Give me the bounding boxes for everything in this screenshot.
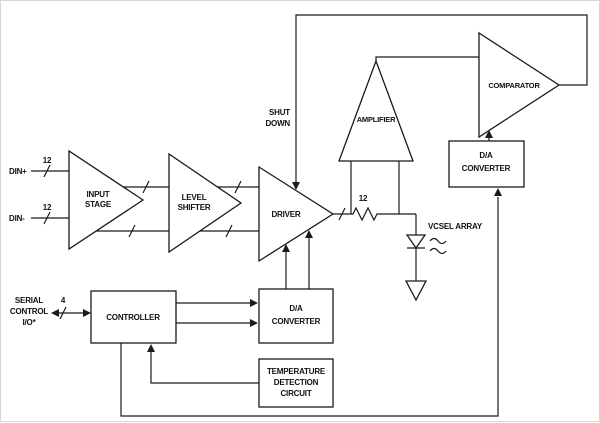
- comparator-label: COMPARATOR: [488, 81, 540, 90]
- serial-control-label: SERIAL: [15, 296, 43, 305]
- amplifier-triangle: [338, 59, 414, 162]
- controller-to-dac-arrowhead: [250, 319, 258, 327]
- controller-to-dac-top-wire: [120, 197, 499, 417]
- dac-top-label: D/A: [479, 151, 493, 160]
- serial-bus-label: 4: [61, 296, 66, 305]
- amplifier-to-comparator-wire: [375, 56, 479, 63]
- dac-to-comparator-arrowhead: [485, 130, 493, 138]
- input-stage-label: STAGE: [85, 200, 112, 209]
- shutdown-arrowhead: [292, 182, 300, 190]
- bus-slash: [338, 207, 346, 221]
- dac-mid-label: D/A: [289, 304, 303, 313]
- serial-left-arrowhead: [51, 309, 59, 317]
- blocks: [68, 31, 561, 408]
- din-plus-label: DIN+: [9, 167, 27, 176]
- temp-circuit-label: DETECTION: [274, 378, 319, 387]
- temp-to-controller-wire: [150, 351, 259, 384]
- din-plus-bus-label: 12: [43, 156, 52, 165]
- labels: DIN+ 12 DIN- 12 INPUT STAGE LEVEL SHIFTE…: [9, 81, 541, 398]
- level-shifter-label: LEVEL: [182, 193, 207, 202]
- level-shifter-label: SHIFTER: [178, 203, 211, 212]
- bus-slash-marks: [43, 164, 346, 320]
- output-wire-with-resistor: [333, 206, 416, 222]
- serial-control-label: CONTROL: [10, 307, 48, 316]
- temp-to-controller-arrowhead: [147, 344, 155, 352]
- din-minus-bus-label: 12: [43, 203, 52, 212]
- input-stage-label: INPUT: [86, 190, 109, 199]
- level-shifter-triangle: [168, 152, 243, 254]
- dac-to-driver-arrowhead: [282, 244, 290, 252]
- bus-slash: [59, 306, 67, 320]
- output-bus-label: 12: [359, 194, 368, 203]
- shutdown-feedback-wire: [295, 14, 588, 183]
- temp-circuit-label: TEMPERATURE: [267, 367, 326, 376]
- serial-right-arrowhead: [83, 309, 91, 317]
- shutdown-label: DOWN: [265, 119, 290, 128]
- bus-slash: [225, 224, 233, 238]
- input-stage-triangle: [68, 149, 145, 251]
- dac-to-driver-arrowhead: [305, 230, 313, 238]
- din-minus-label: DIN-: [9, 214, 25, 223]
- to-dac-top-arrowhead: [494, 188, 502, 196]
- dac-mid-label: CONVERTER: [272, 317, 321, 326]
- controller-label: CONTROLLER: [106, 313, 160, 322]
- driver-triangle: [258, 165, 335, 263]
- bus-slash: [43, 211, 51, 225]
- open-arrow-icon: [404, 280, 428, 302]
- amplifier-label: AMPLIFIER: [357, 115, 396, 124]
- driver-label: DRIVER: [271, 210, 300, 219]
- comparator-triangle: [478, 31, 561, 139]
- vcsel-array-label: VCSEL ARRAY: [428, 222, 483, 231]
- controller-box: [90, 290, 177, 344]
- shutdown-label: SHUT: [269, 108, 290, 117]
- bus-slash: [142, 180, 150, 194]
- dac-top-label: CONVERTER: [462, 164, 511, 173]
- serial-control-label: I/O*: [23, 318, 37, 327]
- diode-icon: [405, 234, 427, 250]
- controller-to-dac-arrowhead: [250, 299, 258, 307]
- dac-mid-box: [258, 288, 334, 344]
- temp-circuit-label: CIRCUIT: [280, 389, 311, 398]
- dac-top-box: [448, 140, 525, 188]
- bus-slash: [43, 164, 51, 178]
- temp-circuit-box: [258, 358, 334, 408]
- bus-slash: [128, 224, 136, 238]
- vcsel-diode-symbol: [404, 234, 447, 302]
- light-emission-icon: [429, 237, 447, 245]
- light-emission-icon: [429, 247, 447, 255]
- bus-slash: [234, 180, 242, 194]
- arrowheads: [51, 130, 502, 352]
